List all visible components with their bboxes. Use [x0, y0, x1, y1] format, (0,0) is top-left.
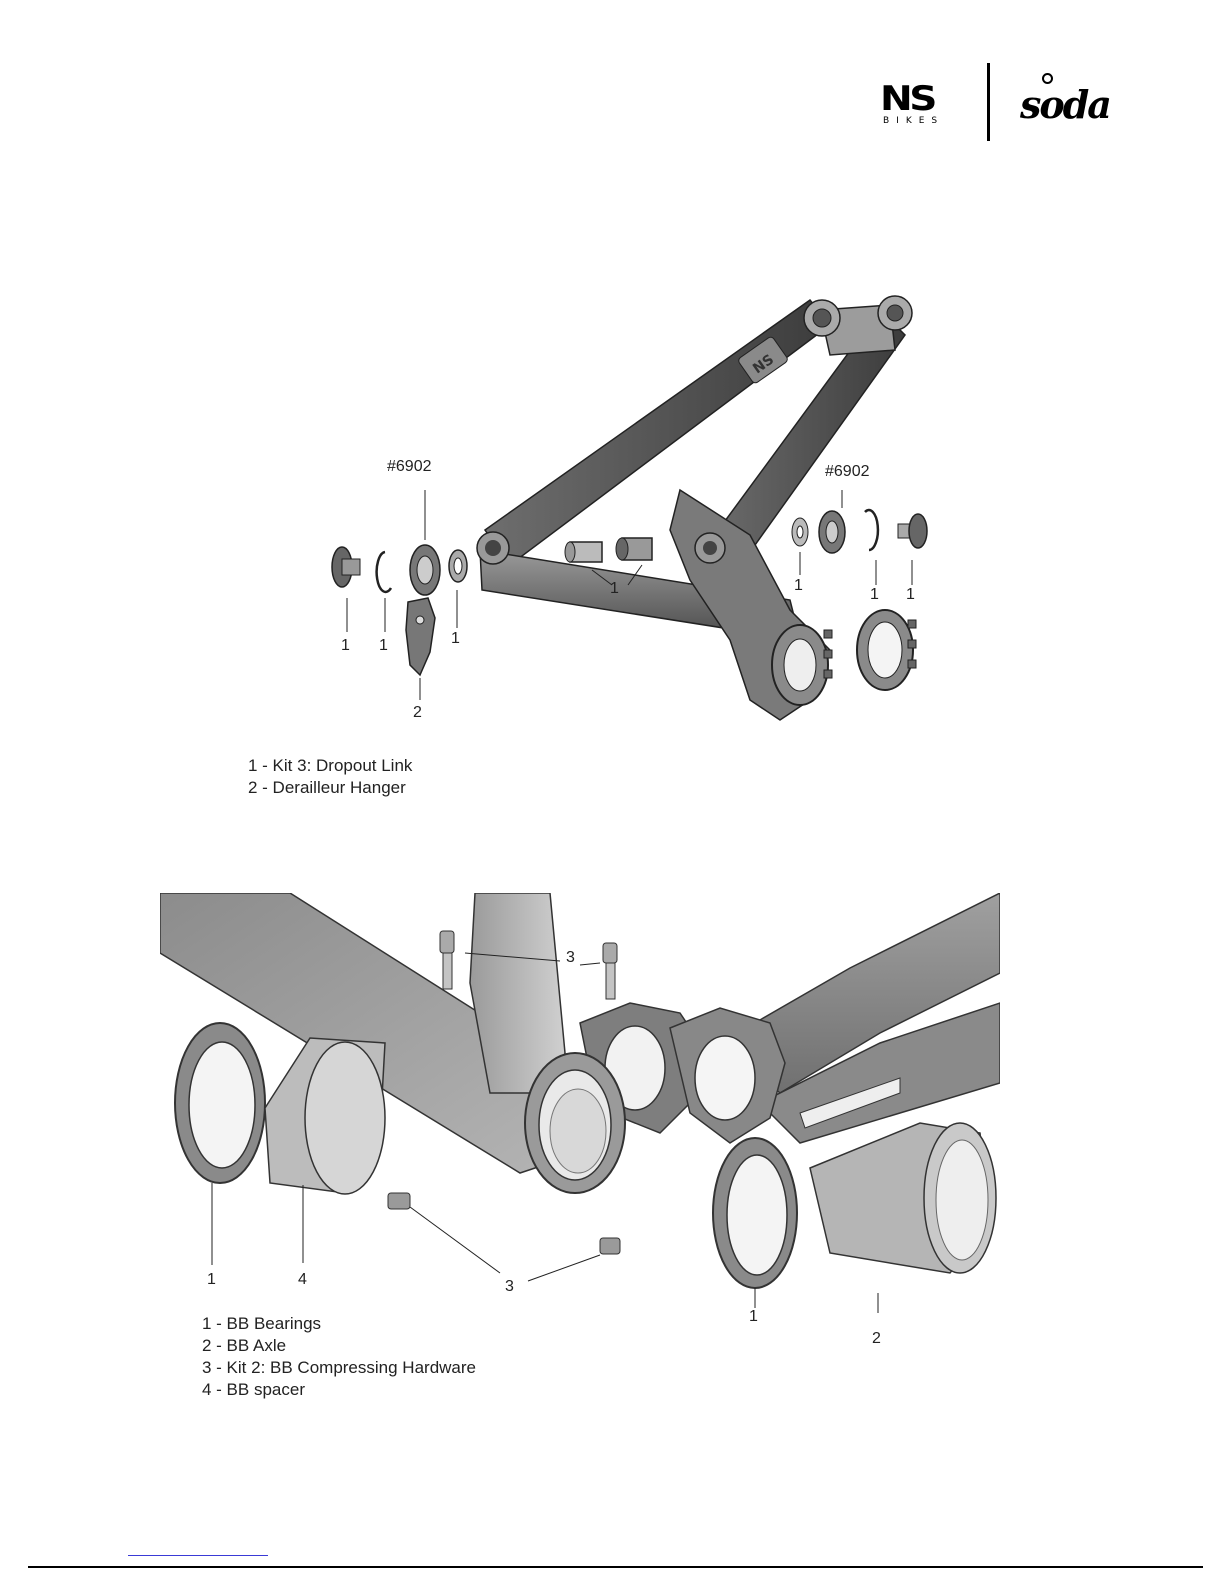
- bb-legend: 1 - BB Bearings 2 - BB Axle 3 - Kit 2: B…: [202, 1313, 476, 1401]
- rear-triangle-diagram: NS: [230, 280, 950, 760]
- callout-1-bolt-left: 1: [341, 637, 350, 655]
- logo-divider: [987, 63, 990, 141]
- callout-1-bearing-left: 1: [207, 1271, 216, 1289]
- rear-triangle-illustration: NS: [230, 280, 950, 760]
- ns-bikes-logo: NS BIKES: [880, 84, 960, 124]
- bearing-callout-right: #6902: [825, 463, 870, 481]
- legend-item: 1 - Kit 3: Dropout Link: [248, 755, 412, 777]
- bottom-bracket-illustration: [160, 893, 1000, 1313]
- callout-1-washer-left: 1: [451, 630, 460, 648]
- bottom-bracket-diagram: 3 1 4 3 1 1 - BB Bearings 2 - BB Axle 3 …: [160, 893, 1000, 1313]
- callout-2-hanger: 2: [413, 704, 422, 722]
- callout-1-bushings: 1: [610, 580, 619, 598]
- callout-3-cylinders: 3: [505, 1278, 514, 1296]
- callout-1-clip-right: 1: [870, 586, 879, 604]
- soda-logo: soda: [1020, 82, 1110, 127]
- legend-item: 1 - BB Bearings: [202, 1313, 476, 1335]
- callout-3-bolts: 3: [566, 949, 575, 967]
- callout-4-spacer: 4: [298, 1271, 307, 1289]
- footer-rule: [28, 1566, 1203, 1568]
- callout-1-bolt-right: 1: [906, 586, 915, 604]
- ns-logo-text: NS: [880, 84, 972, 114]
- legend-item: 2 - BB Axle: [202, 1335, 476, 1357]
- dropout-legend: 1 - Kit 3: Dropout Link 2 - Derailleur H…: [248, 755, 412, 799]
- callout-1-washer-right: 1: [794, 577, 803, 595]
- footer-link-underline[interactable]: [128, 1555, 268, 1556]
- callout-1-clip-left: 1: [379, 637, 388, 655]
- callout-2-axle: 2: [872, 1330, 881, 1348]
- legend-item: 4 - BB spacer: [202, 1379, 476, 1401]
- legend-item: 3 - Kit 2: BB Compressing Hardware: [202, 1357, 476, 1379]
- legend-item: 2 - Derailleur Hanger: [248, 777, 412, 799]
- callout-1-bearing-right: 1: [749, 1308, 758, 1326]
- bearing-callout-left: #6902: [387, 458, 432, 476]
